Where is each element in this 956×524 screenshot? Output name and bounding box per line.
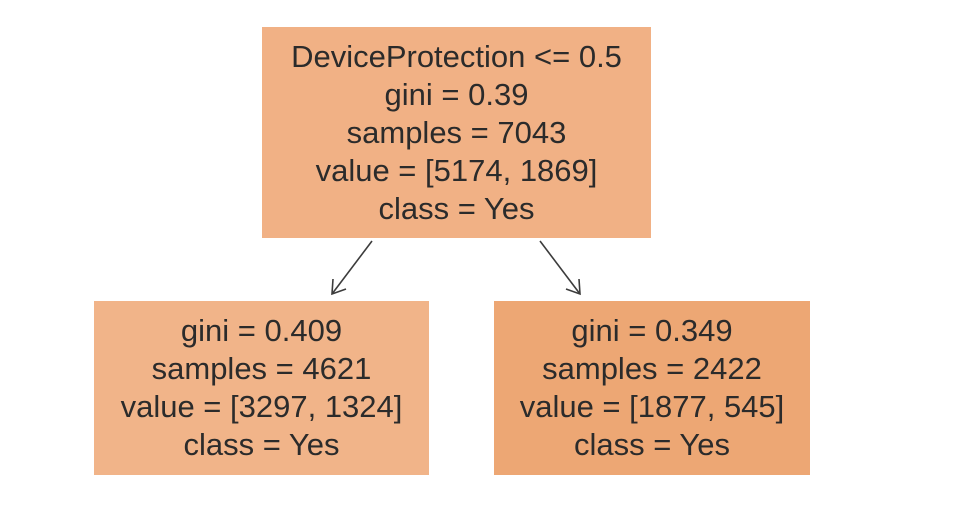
node-root-value: value = [5174, 1869] <box>315 152 598 188</box>
node-left-samples: samples = 4621 <box>151 351 372 386</box>
node-right-value: value = [1877, 545] <box>519 389 785 424</box>
node-root-condition: DeviceProtection <= 0.5 <box>291 38 622 74</box>
tree-node-right: gini = 0.349 samples = 2422 value = [187… <box>494 301 810 475</box>
node-left-class: class = Yes <box>183 427 340 462</box>
node-root-class: class = Yes <box>378 190 535 226</box>
node-right-class: class = Yes <box>574 427 730 462</box>
edge-root-to-right-arrowhead <box>565 278 581 296</box>
tree-node-root: DeviceProtection <= 0.5 gini = 0.39 samp… <box>262 27 651 238</box>
edge-root-to-right-line <box>539 240 581 295</box>
edge-root-to-right <box>539 240 581 296</box>
edge-root-to-left-line <box>331 240 373 295</box>
node-left-value: value = [3297, 1324] <box>120 389 403 424</box>
node-root-samples: samples = 7043 <box>346 114 567 150</box>
edge-root-to-left <box>331 240 373 296</box>
node-root-gini: gini = 0.39 <box>384 76 529 112</box>
edge-root-to-left-arrowhead <box>331 278 347 296</box>
node-left-gini: gini = 0.409 <box>180 313 343 348</box>
node-right-samples: samples = 2422 <box>542 351 762 386</box>
node-right-gini: gini = 0.349 <box>571 313 733 348</box>
tree-node-left: gini = 0.409 samples = 4621 value = [329… <box>94 301 429 475</box>
